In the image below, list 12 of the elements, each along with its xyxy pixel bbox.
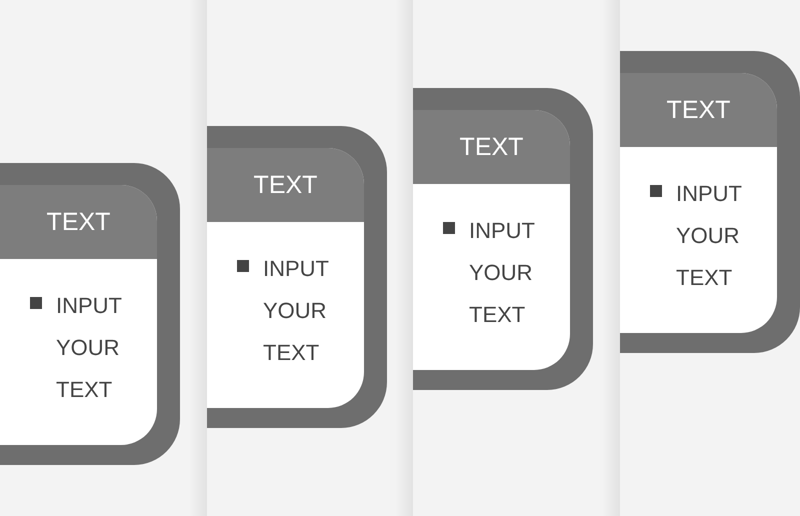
card-title: TEXT (666, 95, 732, 125)
card-frame (0, 163, 180, 465)
card-body-text: INPUT YOUR TEXT (56, 292, 122, 404)
card-body-text: INPUT YOUR TEXT (676, 180, 742, 292)
card-frame (207, 126, 387, 428)
card-body-text: INPUT YOUR TEXT (263, 255, 329, 367)
card-title: TEXT (252, 170, 318, 200)
card-body-text: INPUT YOUR TEXT (469, 217, 535, 329)
card-title: TEXT (458, 132, 524, 162)
card-title: TEXT (46, 207, 112, 237)
card-frame (413, 88, 593, 390)
card-frame (620, 51, 800, 353)
